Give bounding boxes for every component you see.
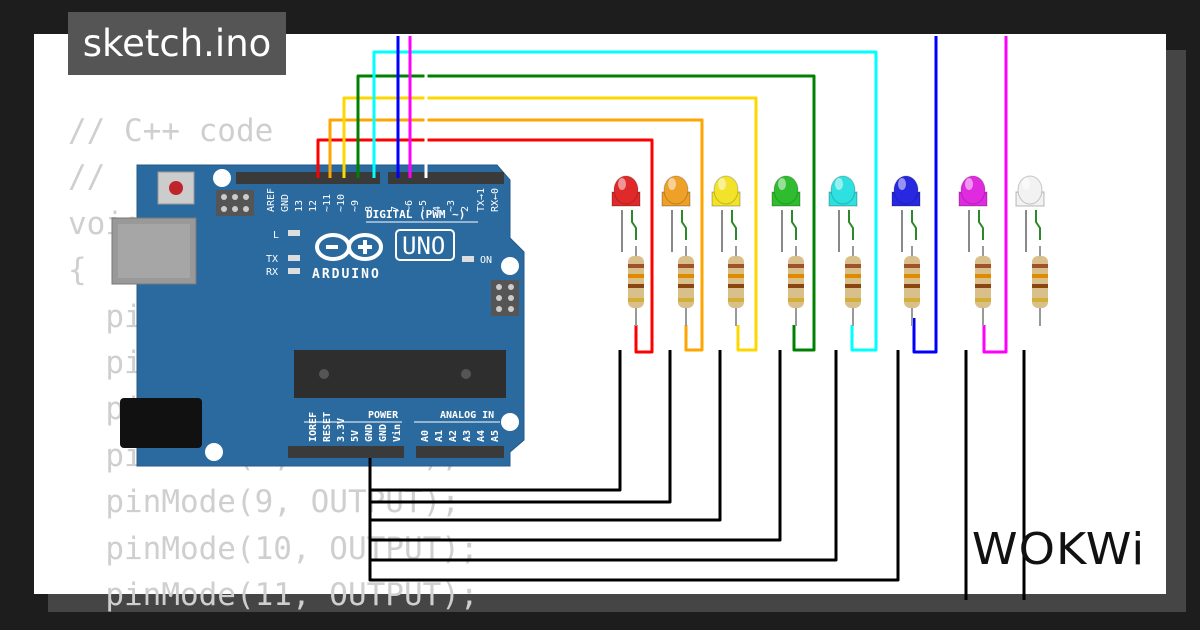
sketch-title: sketch.ino [68,12,286,75]
pin-label-bottom: A0 [420,430,431,442]
resistor[interactable] [788,246,804,326]
pin-label-bottom: A4 [476,430,487,442]
pin-label-top: 2 [460,206,471,212]
led-blue[interactable] [891,175,921,252]
analog-label: ANALOG IN [440,410,494,421]
onboard-led-rx [288,268,300,274]
pin-label-top: ~10 [336,194,347,212]
pin-label-bottom: Vin [391,424,403,442]
code-line: // [68,159,106,196]
pin-label-top: ~11 [322,194,333,212]
led-green[interactable] [771,175,801,252]
led-tx-label: TX [266,254,278,265]
reset-button[interactable] [169,181,183,195]
resistor[interactable] [1032,246,1048,326]
pin-label-bottom: A1 [434,430,445,442]
pin-label-top: ~3 [446,200,457,212]
power-label: POWER [368,410,399,421]
power-jack [120,398,202,448]
mount-hole [205,443,223,461]
digital-label: DIGITAL (PWM ~) [366,208,465,221]
pin-label-top: 13 [294,200,305,212]
resistor[interactable] [628,246,644,326]
onboard-led-l [288,230,300,236]
pin-label-bottom: A5 [490,430,501,442]
pin-label-top: RX←0 [490,188,501,212]
pin-label-top: GND [280,194,291,212]
code-line: // C++ code [68,113,274,149]
resistor[interactable] [904,246,920,326]
onboard-led-tx [288,255,300,261]
onboard-led-on [462,256,474,262]
usb-port-inner [118,224,190,278]
pin-label-bottom: GND [378,424,389,442]
pin-label-top: 7 [390,206,401,212]
pin-label-top: ~9 [350,200,361,212]
pin-label-bottom: GND [364,424,375,442]
resistor[interactable] [728,246,744,326]
led-array [611,175,1048,326]
uno-badge [395,229,455,261]
pin-label-top: AREF [266,188,277,212]
mount-hole [501,413,519,431]
arduino-logo-icon [315,233,383,261]
mount-hole [501,257,519,275]
led-magenta[interactable] [958,175,988,252]
code-line: pinMode(11, OUTPUT); [68,577,479,614]
pin-label-top: 8 [364,206,375,212]
pin-label-bottom: 5V [350,430,361,442]
code-line: { [68,252,87,289]
led-red[interactable] [611,175,641,252]
led-cyan[interactable] [828,175,858,252]
led-rx-label: RX [266,267,278,278]
led-l-label: L [273,230,279,241]
uno-label: UNO [402,232,445,260]
header-power [288,446,404,458]
pin-label-top: 12 [308,200,319,212]
wires [316,36,1026,600]
pin-label-bottom: IOREF [308,412,319,442]
resistor[interactable] [975,246,991,326]
led-white[interactable] [1015,175,1045,252]
arduino-brand: ARDUINO [312,267,381,282]
resistor[interactable] [678,246,694,326]
pin-label-bottom: RESET [322,412,333,442]
led-on-label: ON [480,255,492,266]
led-yellow[interactable] [711,175,741,252]
pin-label-bottom: A2 [448,430,459,442]
pin-label-top: ~6 [404,200,415,212]
icsp-header-right [491,280,519,316]
mount-hole [213,169,231,187]
pin-label-bottom: A3 [462,430,473,442]
header-digital-low [388,172,504,184]
pin-label-top: ~5 [418,200,429,212]
resistor[interactable] [845,246,861,326]
pin-label-top: 4 [432,206,443,212]
wokwi-logo: WOKWi [971,524,1146,575]
led-orange[interactable] [661,175,691,252]
header-analog [416,446,504,458]
icsp-header [216,190,254,216]
pin-label-bottom: 3.3V [336,418,347,442]
pin-label-top: TX→1 [476,188,487,212]
